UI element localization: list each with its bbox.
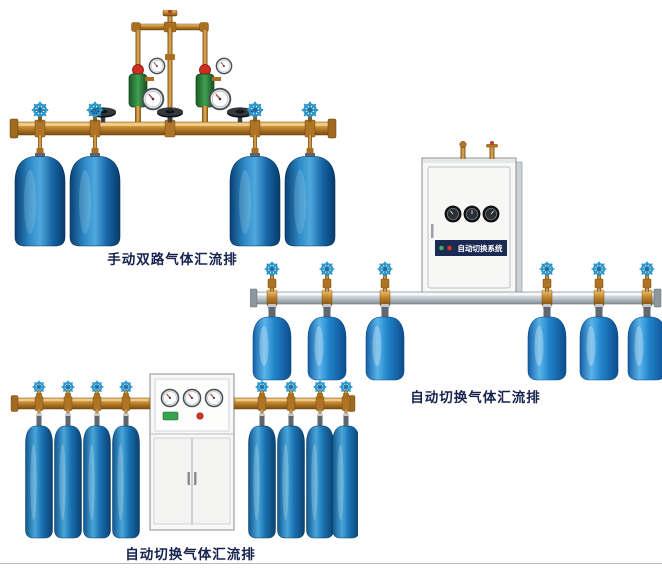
gas-cylinder [627,304,662,381]
cabinet-label-panel: 自动切换系统 [435,240,507,256]
pressure-gauge [160,388,180,408]
cylinder-valve [377,261,393,292]
cabinet-gauge [444,205,462,223]
page-divider-line [0,563,662,564]
cabinet-gauge [463,205,481,223]
gas-cylinder [527,304,567,381]
cylinder-valve-handwheel [31,101,49,119]
product-caption: 自动切换气体汇流排 [125,547,256,563]
gas-cylinder [284,153,336,247]
gas-cylinder [277,413,305,539]
gas-cylinder [332,413,358,539]
cylinder-valve [639,261,655,292]
gas-cylinder [307,304,347,381]
indicator-light-red [447,245,452,251]
green-display [162,411,179,421]
cabinet-gauge [482,205,500,223]
cylinder-valve-handwheel [301,101,319,119]
cylinder-valve-handwheel [246,101,264,119]
manifold-pipe-right [233,395,356,412]
cylinder-valve-handwheel [591,261,607,277]
gas-cylinder [69,153,121,247]
main-manifold-pipe [9,118,337,139]
cylinder-valve [539,261,555,292]
regulator-left [128,57,166,122]
gas-cylinder [112,413,140,539]
upper-pipework [131,10,209,122]
product-image-manual-dual-manifold [9,10,337,247]
gas-cylinder [25,413,53,539]
cabinet-handle [431,224,434,238]
gas-cylinder [54,413,82,539]
cabinet-top-valve [459,141,498,159]
pressure-gauge [215,57,233,75]
cylinder-valve [591,261,607,292]
gas-cylinder [306,413,334,539]
cylinder-valve-handwheel [639,261,655,277]
cylinder-valve-handwheel [86,101,104,119]
product-caption: 手动双路气体汇流排 [107,252,238,268]
red-button [196,412,204,420]
gas-cylinder [248,413,276,539]
pressure-gauge [148,57,166,75]
cylinder-valve-handwheel [264,261,280,277]
cylinder-valve-handwheel [539,261,555,277]
product-image-auto-manifold: 自动切换系统 [250,141,662,381]
gas-cylinder [252,304,292,381]
gas-cylinder [83,413,111,539]
control-cabinet [149,373,235,531]
gas-cylinder [365,304,405,381]
gas-cylinder [229,153,281,247]
cylinder-valve-handwheel [377,261,393,277]
manifold-pipe [250,288,662,308]
cylinder-valve-handwheel [319,261,335,277]
pressure-gauge [141,87,165,111]
control-cabinet: 自动切换系统 [421,141,523,295]
cabinet-label: 自动切换系统 [458,243,503,253]
product-caption: 自动切换气体汇流排 [410,390,541,406]
pressure-gauge [182,388,202,408]
indicator-light-green [439,245,444,251]
door-handle [187,472,190,485]
cylinder-valve [319,261,335,292]
gas-cylinder [579,304,619,381]
pressure-gauge [208,87,232,111]
gas-cylinder [14,153,66,247]
shutoff-handwheel [157,107,183,123]
regulator-right [195,57,233,122]
pressure-gauge [204,388,224,408]
manifold-pipe-left [10,395,151,412]
cylinder-valve [264,261,280,292]
top-valve-knob [167,10,173,14]
door-handle [194,472,197,485]
product-image-auto-manifold-cabinet [10,373,358,539]
